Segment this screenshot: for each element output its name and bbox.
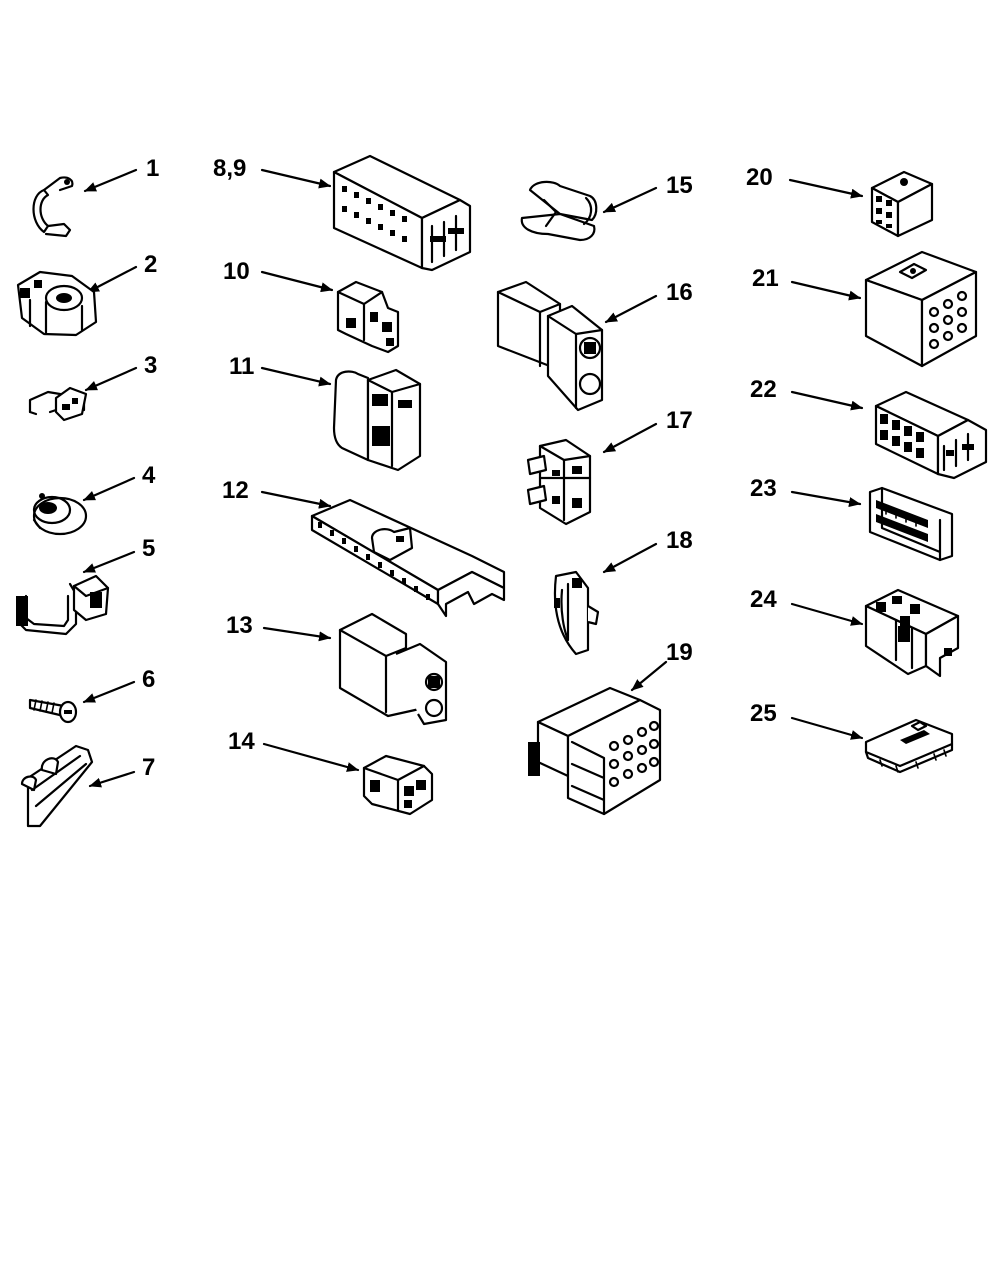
leader-arrow-12 [260, 490, 332, 509]
part-3-clip [28, 386, 88, 422]
part-14-connector [362, 754, 434, 816]
callout-label-21: 21 [752, 265, 779, 292]
callout-label-23: 23 [750, 475, 777, 502]
part-10-connector [336, 280, 400, 354]
callout-18: 18 [602, 527, 693, 574]
callout-label-6: 6 [142, 666, 155, 693]
callout-23: 23 [750, 475, 862, 508]
part-22-connector-housing [874, 390, 988, 480]
callout-label-19: 19 [666, 639, 693, 666]
part-16-connector [496, 280, 604, 412]
pin-grid-21 [928, 290, 968, 350]
callout-label-25: 25 [750, 700, 777, 727]
part-25-mounting-plate [864, 718, 954, 774]
part-1-wire-clip [32, 176, 74, 238]
leader-arrow-17 [602, 422, 658, 454]
callout-label-16: 16 [666, 279, 693, 306]
callout-20: 20 [746, 164, 864, 199]
callout-label-5: 5 [142, 535, 155, 562]
part-21-connector-block [864, 250, 978, 368]
callout-label-10: 10 [223, 258, 250, 285]
callout-8-9: 8,9 [213, 155, 332, 189]
part-20-connector-block [870, 170, 934, 238]
part-23-connector-plate [868, 486, 954, 562]
leader-arrow-4 [82, 476, 136, 502]
callout-label-3: 3 [144, 352, 157, 379]
part-4-grommet [32, 493, 88, 536]
callout-19: 19 [630, 639, 693, 692]
callout-label-12: 12 [222, 477, 249, 504]
callout-label-13: 13 [226, 612, 253, 639]
leader-arrow-3 [84, 366, 138, 392]
callout-label-20: 20 [746, 164, 773, 191]
part-11-connector [332, 368, 422, 472]
callout-2: 2 [86, 251, 157, 294]
part-7-bracket [20, 744, 94, 828]
callout-label-8-9: 8,9 [213, 155, 246, 182]
part-5-strap-clamp [16, 574, 110, 636]
callout-5: 5 [82, 535, 155, 574]
callout-label-15: 15 [666, 172, 693, 199]
leader-arrow-16 [604, 294, 658, 324]
callout-16: 16 [604, 279, 693, 324]
leader-arrow-24 [790, 602, 864, 626]
part-2-cable-clamp [16, 270, 98, 337]
callout-15: 15 [602, 172, 693, 214]
callout-22: 22 [750, 376, 864, 411]
callout-6: 6 [82, 666, 155, 704]
leader-arrow-11 [260, 366, 332, 387]
part-13-connector [338, 612, 448, 726]
leader-arrow-7 [88, 770, 136, 788]
part-15-terminal-sleeve [520, 180, 598, 242]
leader-arrow-2 [86, 265, 138, 294]
leader-arrow-15 [602, 186, 658, 214]
callout-17: 17 [602, 407, 693, 454]
part-8-9-connector-housing [332, 154, 472, 272]
part-24-connector-block [864, 588, 960, 678]
callout-3: 3 [84, 352, 157, 392]
callout-label-7: 7 [142, 754, 155, 781]
callout-13: 13 [226, 612, 332, 642]
pin-grid-19 [608, 720, 660, 788]
callout-4: 4 [82, 462, 156, 502]
callout-label-18: 18 [666, 527, 693, 554]
callout-21: 21 [752, 265, 862, 301]
part-6-screw [28, 698, 78, 724]
callout-label-1: 1 [146, 155, 159, 182]
leader-arrow-25 [790, 716, 864, 740]
callout-label-4: 4 [142, 462, 156, 489]
leader-arrow-10 [260, 270, 334, 293]
callout-label-2: 2 [144, 251, 157, 278]
leader-arrow-18 [602, 542, 658, 574]
callout-label-11: 11 [229, 353, 254, 380]
leader-arrow-13 [262, 626, 332, 642]
callout-14: 14 [228, 728, 360, 772]
leader-arrow-8-9 [260, 168, 332, 189]
leader-arrow-19 [630, 660, 668, 692]
callout-label-14: 14 [228, 728, 255, 755]
part-18-terminal-holder [553, 570, 600, 656]
callout-1: 1 [83, 155, 159, 193]
callout-label-22: 22 [750, 376, 777, 403]
callout-10: 10 [223, 258, 334, 293]
part-19-multi-pin-connector [528, 686, 662, 816]
leader-arrow-5 [82, 550, 136, 574]
callout-7: 7 [88, 754, 155, 788]
callout-12: 12 [222, 477, 332, 509]
part-12-connector-strip [310, 498, 506, 618]
leader-arrow-6 [82, 680, 136, 704]
callout-label-24: 24 [750, 586, 777, 613]
leader-arrow-23 [790, 490, 862, 508]
part-17-connector-block [526, 438, 592, 526]
leader-arrow-21 [790, 280, 862, 301]
callout-25: 25 [750, 700, 864, 740]
leader-arrow-14 [262, 742, 360, 772]
callout-11: 11 [229, 353, 332, 387]
leader-arrow-20 [788, 178, 864, 199]
leader-arrow-22 [790, 390, 864, 411]
callout-24: 24 [750, 586, 864, 626]
leader-arrow-1 [83, 168, 138, 193]
callout-label-17: 17 [666, 407, 693, 434]
